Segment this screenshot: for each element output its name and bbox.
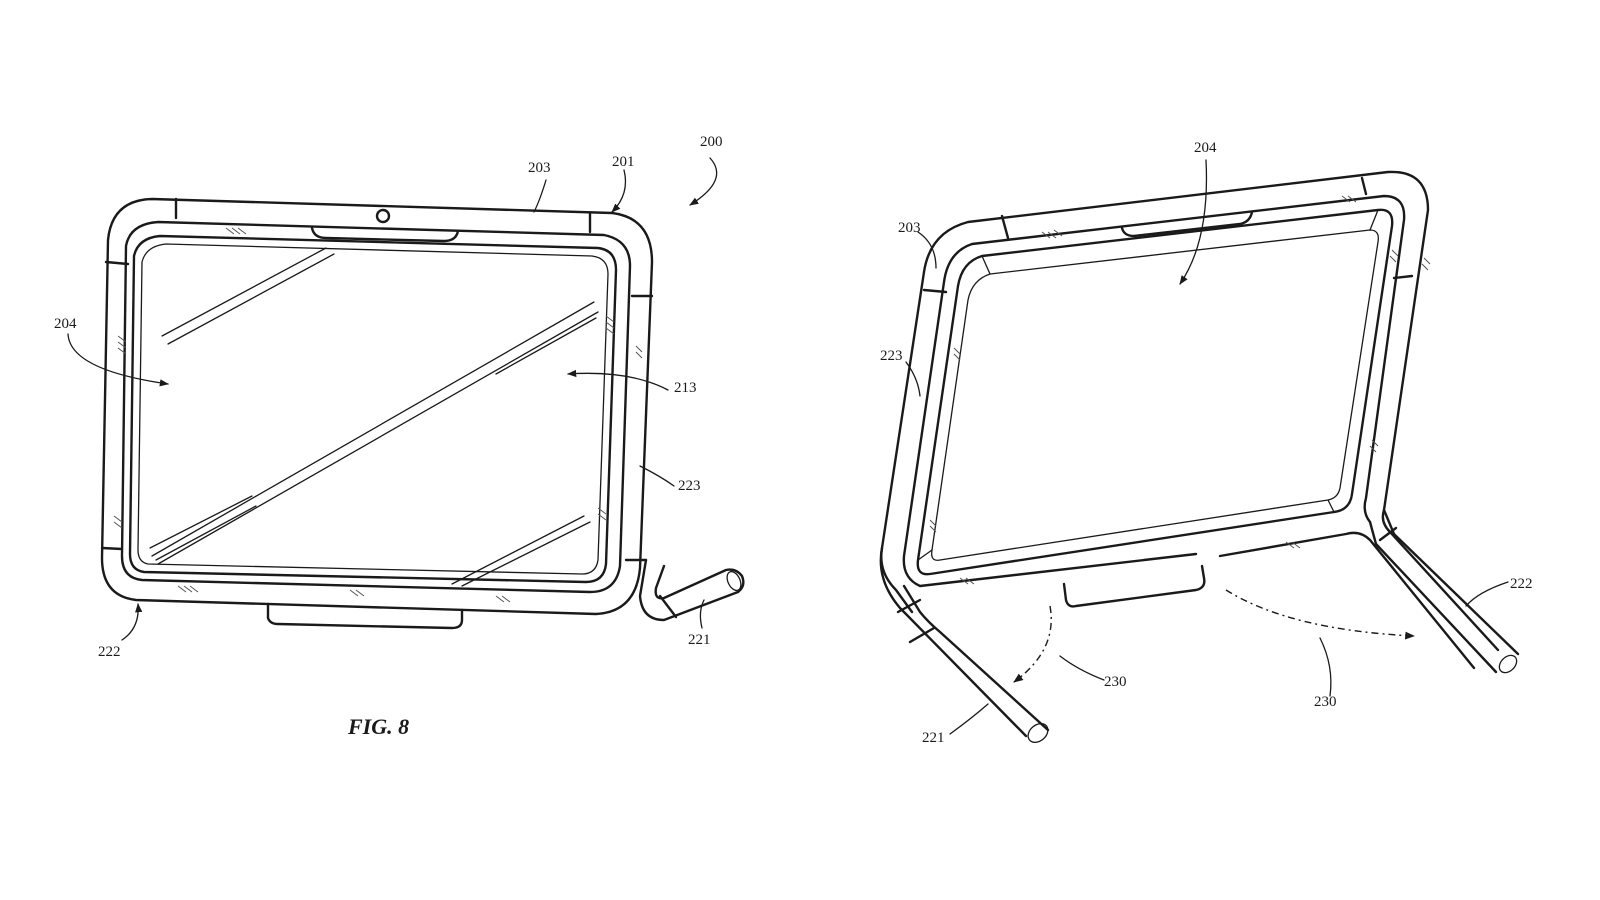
left-glass-reflections bbox=[149, 247, 599, 587]
left-frame-inner bbox=[120, 220, 632, 594]
left-display-glass bbox=[137, 243, 609, 575]
rotation-arrow-left bbox=[1013, 605, 1052, 683]
right-rotation-arrows bbox=[1013, 589, 1415, 683]
ref-204-right: 204 bbox=[1194, 140, 1217, 156]
right-top-notch bbox=[1120, 210, 1254, 238]
right-screen-bezel bbox=[916, 208, 1394, 576]
ref-223-right: 223 bbox=[880, 348, 903, 364]
ref-222-left: 222 bbox=[98, 644, 121, 660]
ref-223-left: 223 bbox=[678, 478, 701, 494]
left-annotations: 200 201 203 204 213 223 222 221 FIG. 8 bbox=[54, 134, 723, 739]
right-leg-221 bbox=[879, 546, 1050, 738]
right-annotations: 204 203 223 222 221 230 230 bbox=[880, 140, 1533, 746]
left-camera-notch bbox=[310, 226, 460, 243]
left-screen-bezel bbox=[128, 234, 618, 584]
ref-221-left: 221 bbox=[688, 632, 711, 648]
ref-221-right: 221 bbox=[922, 730, 945, 746]
rotation-arrow-right bbox=[1225, 589, 1415, 640]
left-view-device bbox=[100, 197, 745, 630]
left-tube-joints bbox=[100, 260, 654, 562]
right-frame-outer bbox=[880, 170, 1500, 670]
ref-201: 201 bbox=[612, 154, 635, 170]
ref-230-right: 230 bbox=[1314, 694, 1337, 710]
left-top-bar bbox=[174, 197, 592, 234]
ref-200: 200 bbox=[700, 134, 723, 150]
left-leg-221 bbox=[638, 558, 745, 622]
ref-204-left: 204 bbox=[54, 316, 77, 332]
right-hatching bbox=[929, 195, 1431, 585]
left-bottom-foot bbox=[266, 602, 464, 630]
left-hatching bbox=[113, 227, 643, 603]
ref-203-right: 203 bbox=[898, 220, 921, 236]
ref-222-right: 222 bbox=[1510, 576, 1533, 592]
right-view-device bbox=[879, 170, 1520, 744]
ref-230-left: 230 bbox=[1104, 674, 1127, 690]
figure-caption: FIG. 8 bbox=[347, 714, 409, 739]
left-camera-icon bbox=[375, 208, 391, 224]
right-display-glass bbox=[931, 229, 1379, 561]
ref-203-left: 203 bbox=[528, 160, 551, 176]
ref-213: 213 bbox=[674, 380, 697, 396]
right-bottom-foot bbox=[1062, 564, 1206, 608]
right-frame-inner bbox=[902, 194, 1406, 588]
right-leg-222 bbox=[1368, 508, 1520, 674]
left-frame-outer bbox=[100, 197, 654, 616]
